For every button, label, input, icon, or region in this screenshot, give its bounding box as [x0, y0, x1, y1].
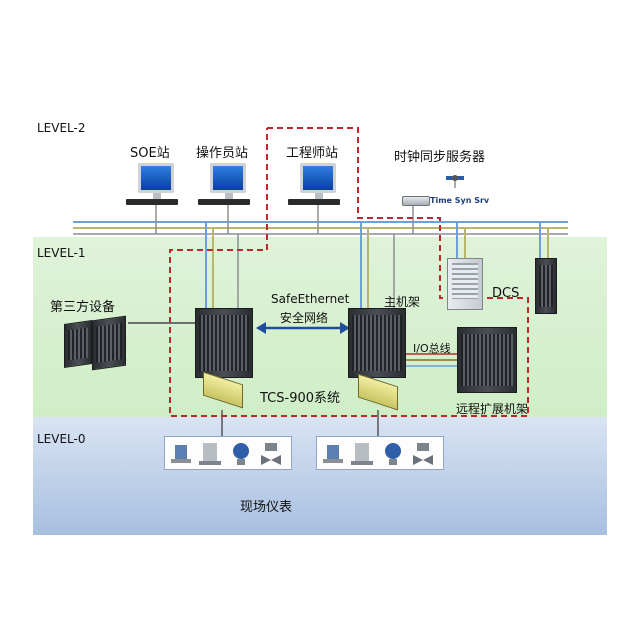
main-rack[interactable] [348, 308, 406, 378]
level-1-label: LEVEL-1 [37, 246, 86, 260]
soe-station-label: SOE站 [130, 146, 170, 161]
flow-meter-icon [323, 445, 343, 463]
satellite-icon [446, 175, 464, 188]
field-instruments-label: 现场仪表 [240, 500, 293, 515]
monitor-icon [300, 163, 336, 193]
transmitter-icon [351, 443, 373, 465]
level-2-label: LEVEL-2 [37, 121, 86, 135]
transmitter-icon [199, 443, 221, 465]
tcs-system-label: TCS-900系统 [260, 391, 341, 406]
flow-meter-icon [171, 445, 191, 463]
tcs-controller-left[interactable] [195, 308, 253, 378]
safety-boundary [169, 127, 529, 417]
valve-icon [413, 443, 433, 465]
transmitter-icon [385, 443, 401, 465]
transmitter-icon [233, 443, 249, 465]
main-rack-label: 主机架 [384, 295, 421, 309]
safe-network-label: 安全网络 [280, 311, 329, 325]
monitor-icon [210, 163, 246, 193]
io-bus-label: I/O总线 [413, 342, 451, 355]
cabinet-icon [64, 320, 92, 368]
remote-rack-label: 远程扩展机架 [456, 402, 529, 416]
cabinet-icon[interactable] [535, 258, 557, 314]
field-instrument-group-right [316, 436, 444, 470]
third-party-label: 第三方设备 [50, 300, 116, 315]
dcs-label: DCS [492, 286, 520, 301]
monitor-icon [138, 163, 174, 193]
operator-station-label: 操作员站 [196, 146, 249, 161]
remote-rack[interactable] [457, 327, 517, 393]
clock-server-label: 时钟同步服务器 [394, 150, 486, 165]
valve-icon [261, 443, 281, 465]
time-syn-srv-label: Time Syn Srv [430, 196, 490, 205]
router-icon[interactable] [402, 196, 430, 206]
third-party-device[interactable] [92, 315, 126, 371]
level-0-label: LEVEL-0 [37, 432, 86, 446]
engineer-station-label: 工程师站 [286, 146, 339, 161]
field-instrument-group-left [164, 436, 292, 470]
dcs-cabinet[interactable] [447, 258, 483, 310]
safe-ethernet-label: SafeEthernet [271, 292, 350, 306]
